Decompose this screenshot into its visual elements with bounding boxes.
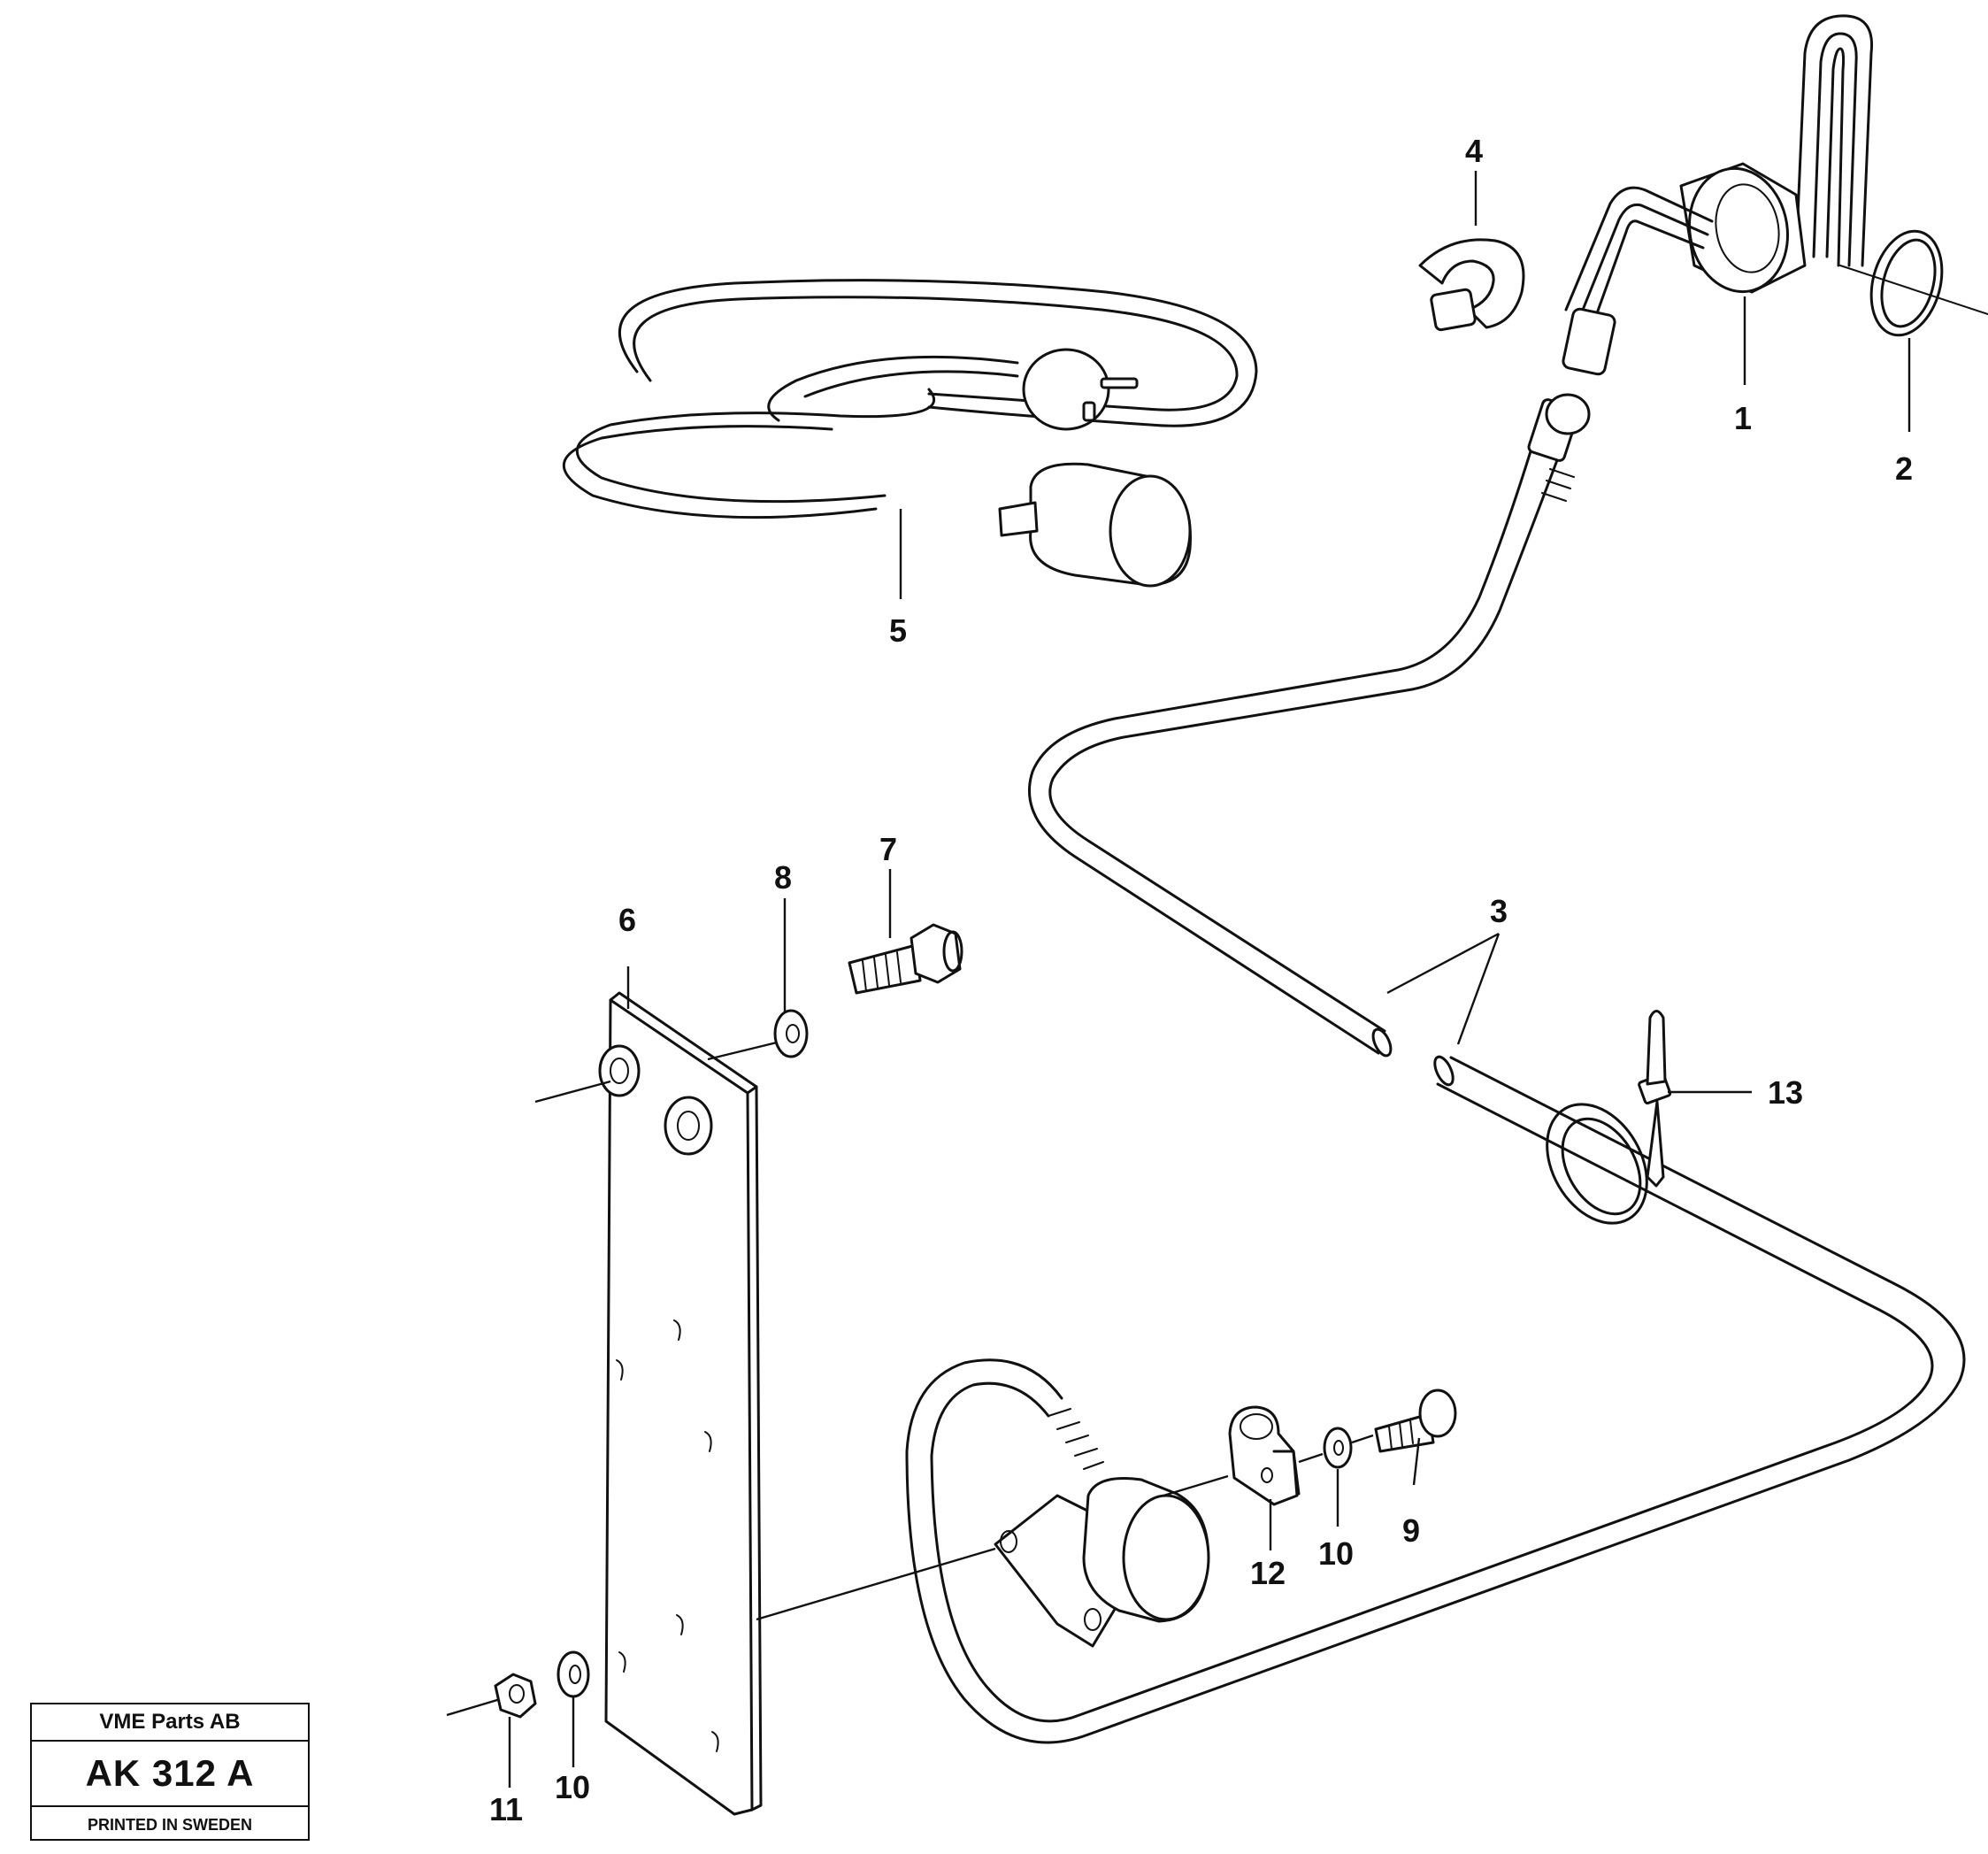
o-ring-2	[1839, 229, 1988, 337]
title-block: VME Parts AB AK 312 A PRINTED IN SWEDEN	[30, 1703, 310, 1841]
callout-13: 13	[1768, 1074, 1803, 1111]
bolt-7	[848, 923, 963, 995]
callout-3: 3	[1490, 893, 1508, 929]
washer-10a	[556, 1650, 590, 1698]
cable-assembly	[905, 393, 1966, 1744]
washer-10b	[1298, 1427, 1374, 1469]
callout-2: 2	[1895, 450, 1913, 487]
cable-tie-13	[1546, 1010, 1672, 1225]
bracket-plate-6	[446, 991, 996, 1816]
clip-4	[1418, 238, 1525, 332]
callout-leaders	[508, 171, 1911, 1788]
callout-10-screw: 10	[1318, 1535, 1354, 1572]
callout-7: 7	[879, 831, 897, 867]
callout-10-plate: 10	[555, 1769, 590, 1805]
callout-4: 4	[1465, 133, 1483, 169]
company-name: VME Parts AB	[32, 1704, 308, 1742]
clamp-12	[1228, 1405, 1301, 1506]
callout-1: 1	[1734, 400, 1752, 436]
callout-11: 11	[489, 1791, 523, 1827]
callout-12: 12	[1250, 1555, 1286, 1591]
extension-cable-5	[563, 279, 1258, 588]
callout-9: 9	[1402, 1512, 1420, 1549]
callout-5: 5	[889, 612, 907, 649]
screw-9	[1374, 1389, 1457, 1453]
washer-8	[773, 1009, 809, 1058]
sensor-element-1	[1562, 14, 1874, 376]
printed-note: PRINTED IN SWEDEN	[87, 1816, 252, 1834]
drawing-reference: AK 312 A	[32, 1742, 308, 1807]
nut-11	[494, 1673, 537, 1719]
cable-connector	[994, 1408, 1229, 1648]
callout-8: 8	[774, 859, 792, 896]
callout-numbers: 1 2 3 4 5 6 7 8 9 10 10 11 12 13	[489, 133, 1913, 1827]
callout-6: 6	[618, 902, 636, 938]
